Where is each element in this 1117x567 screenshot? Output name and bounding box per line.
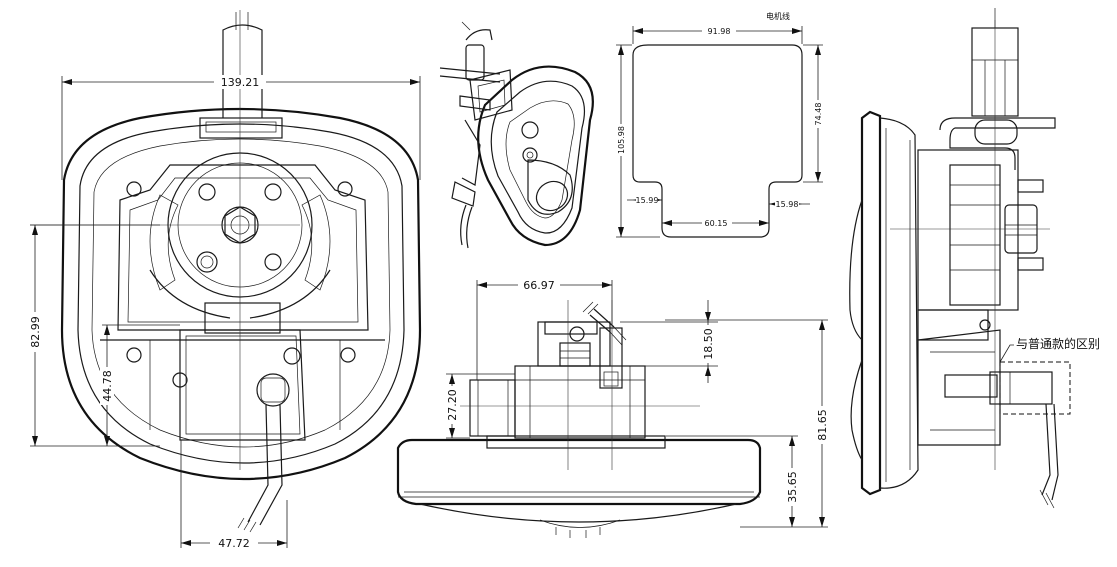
dim-cutout-right-height: 74.48 bbox=[814, 103, 823, 126]
dim-front-width: 139.21 bbox=[221, 76, 260, 89]
dim-side-width: 66.97 bbox=[523, 279, 555, 292]
dim-front-height: 82.99 bbox=[29, 316, 42, 348]
right-side-view: 与普通款的区别 bbox=[849, 8, 1116, 509]
dim-front-lower-height: 44.78 bbox=[101, 370, 114, 402]
dim-side-upper-height: 18.50 bbox=[702, 328, 715, 360]
front-view: 139.21 82.99 44.78 47.72 bbox=[28, 10, 422, 550]
label-motor-wire: 电机线 bbox=[766, 11, 790, 21]
note-difference: 与普通款的区别 bbox=[1016, 336, 1100, 351]
dim-side-left-height: 27.20 bbox=[446, 389, 459, 421]
cutout-view: 电机线 91.98 105.98 74.48 15.99 15.98 bbox=[615, 11, 824, 238]
dim-side-total-height: 81.65 bbox=[816, 409, 829, 441]
dim-cutout-left-tab: 15.99 bbox=[636, 196, 659, 205]
isometric-view bbox=[439, 21, 594, 249]
dim-side-flange-height: 35.65 bbox=[786, 471, 799, 503]
dim-cutout-right-tab: 15.98 bbox=[776, 200, 799, 209]
dim-cutout-bottom-gap: 60.15 bbox=[705, 219, 728, 228]
dim-cutout-top-width: 91.98 bbox=[708, 27, 731, 36]
side-view: 66.97 18.50 27.20 81.65 35.65 bbox=[396, 278, 829, 538]
dim-front-bottom-width: 47.72 bbox=[218, 537, 250, 550]
dim-cutout-left-height: 105.98 bbox=[617, 126, 626, 154]
